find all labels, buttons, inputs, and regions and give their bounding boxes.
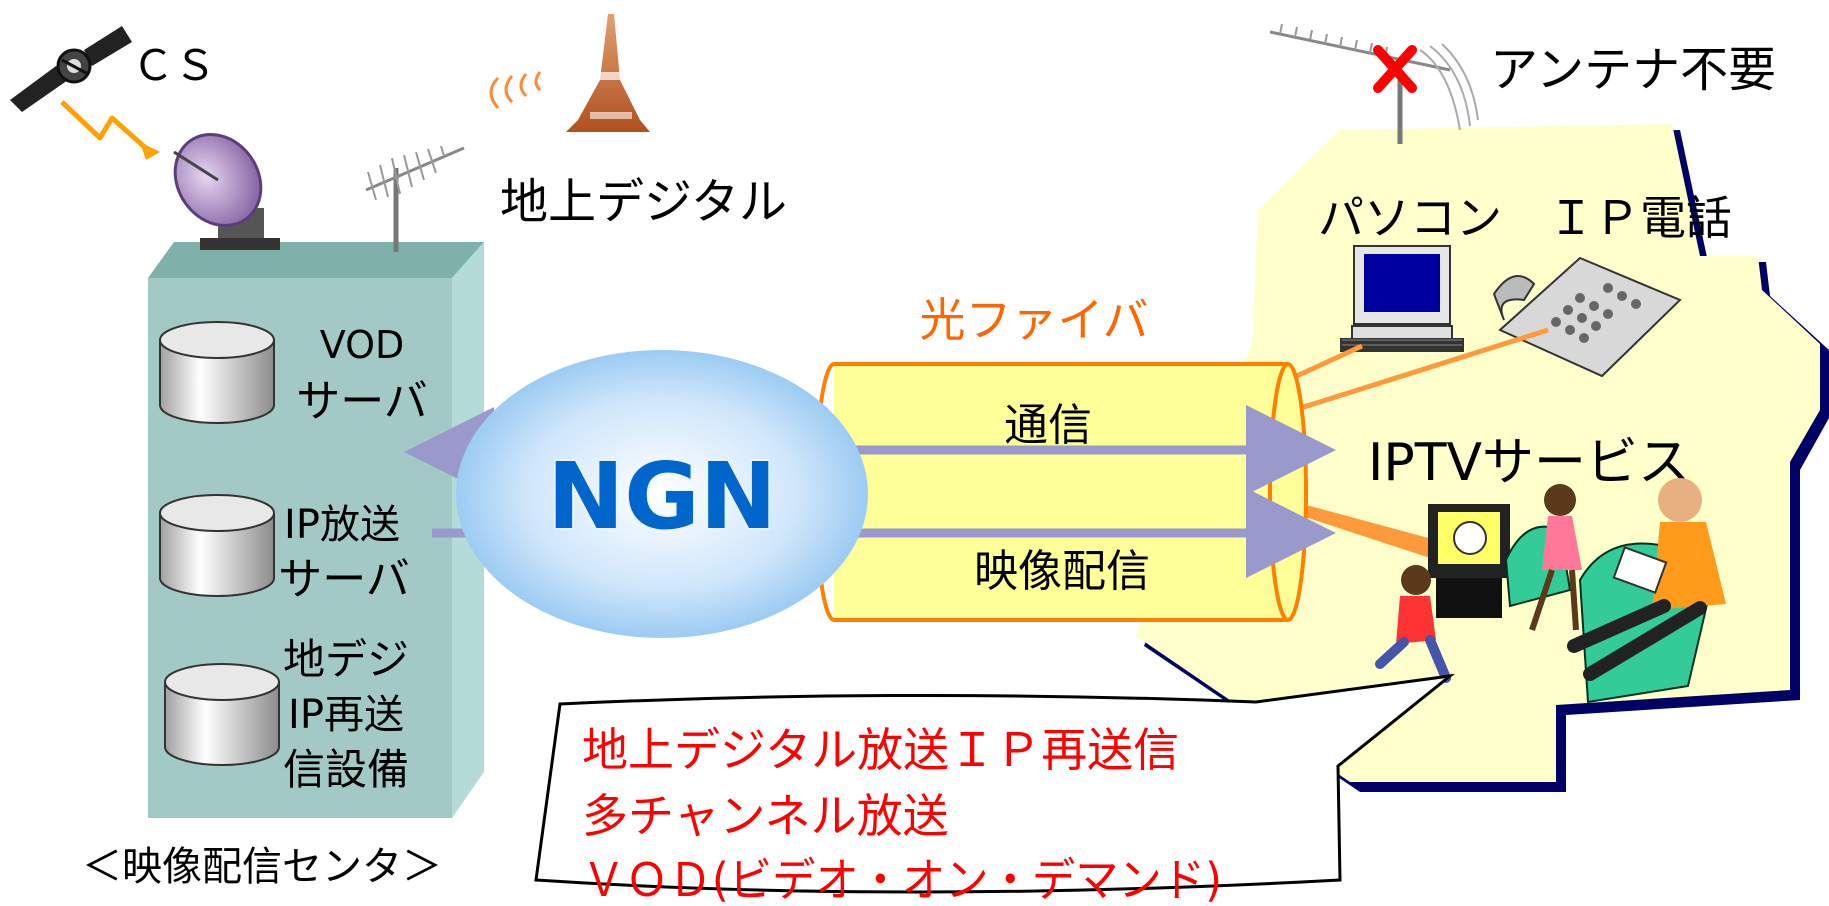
rooftop-antenna-icon: [1269, 23, 1479, 144]
radio-wave-icon: [489, 71, 542, 109]
server-vod: [159, 321, 275, 424]
server-vod-label-2: サーバ: [296, 376, 428, 427]
cs-label: ＣＳ: [132, 41, 216, 90]
satellite-signal-icon: [60, 100, 150, 152]
server-tdigi-label-2: IP再送: [288, 692, 404, 738]
broadcast-tower-icon: [566, 14, 650, 132]
fiber-link-pc: [1286, 343, 1364, 383]
server-vod-label-1: VOD: [320, 323, 405, 367]
callout-line-3: ＶＯＤ(ビデオ・オン・デマンド): [582, 853, 1222, 906]
family-watching-tv-icon: [1375, 478, 1726, 704]
callout-line-2: 多チャンネル放送: [582, 789, 949, 843]
ngn-label: NGN: [547, 443, 777, 550]
satellite-icon: [10, 26, 132, 112]
server-terrestrial-retransmit: [164, 663, 280, 766]
fiber-link-phone: [1287, 327, 1549, 415]
fiber-label: 光ファイバ: [919, 293, 1148, 347]
callout-bubble: [534, 673, 1456, 894]
telephone-icon: [1492, 256, 1682, 378]
callout-line-1: 地上デジタル放送ＩＰ再送信: [582, 723, 1179, 777]
cross-mark-icon: [1373, 45, 1417, 93]
server-tdigi-label-3: 信設備: [283, 745, 409, 794]
ip-phone-label: ＩＰ電話: [1548, 191, 1732, 245]
iptv-service-label: IPTVサービス: [1368, 433, 1690, 493]
ngn-cloud: [456, 350, 868, 638]
computer-icon: [1340, 245, 1464, 352]
center-caption: ＜映像配信センタ＞: [82, 844, 442, 890]
communication-label: 通信: [1004, 400, 1092, 451]
video-delivery-label: 映像配信: [974, 546, 1150, 597]
server-ip-label-2: サーバ: [278, 554, 410, 605]
server-ip-label-1: IP放送: [284, 502, 400, 548]
no-antenna-label: アンテナ不要: [1490, 42, 1776, 98]
server-tdigi-label-1: 地デジ: [283, 635, 409, 684]
antenna-icon: [365, 145, 465, 252]
terrestrial-digital-label: 地上デジタル: [500, 174, 787, 230]
parabolic-dish-icon: [173, 132, 280, 250]
center-top-face: [148, 242, 484, 278]
server-ip-broadcast: [159, 494, 275, 597]
pc-label: パソコン: [1318, 191, 1502, 245]
